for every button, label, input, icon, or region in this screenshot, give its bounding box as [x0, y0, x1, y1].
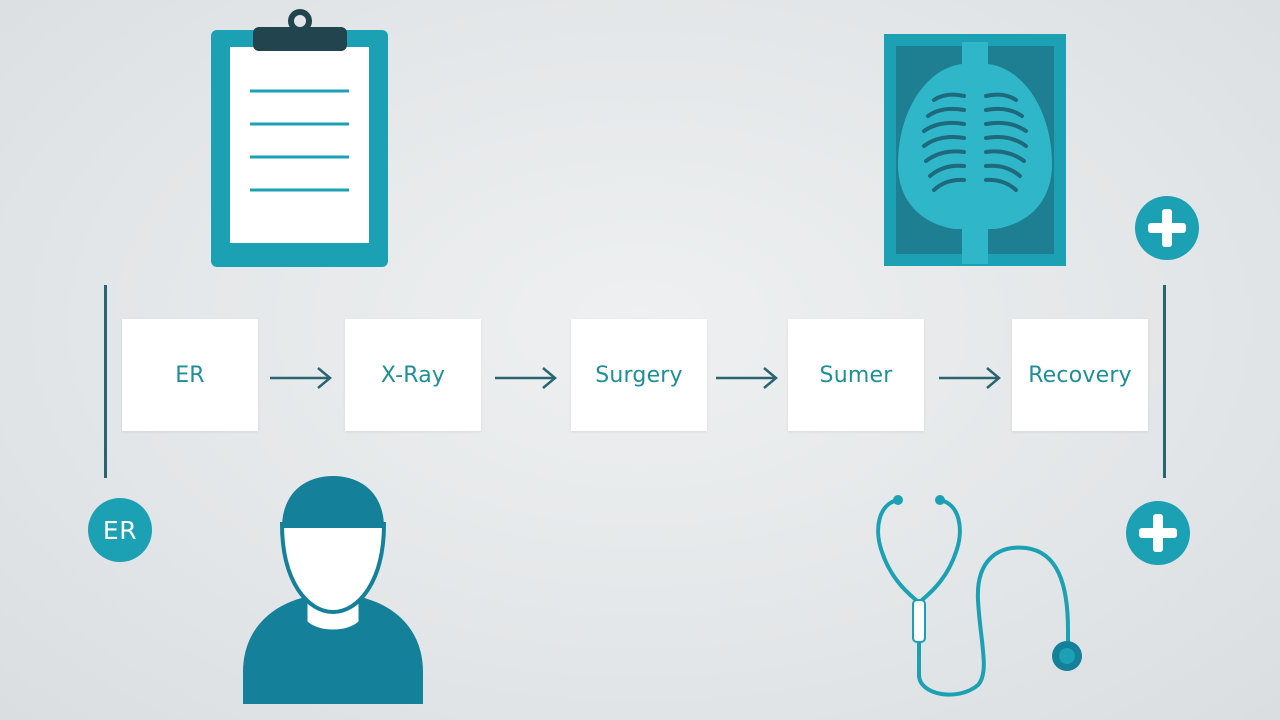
er-badge: ER [88, 498, 152, 562]
arrow-right-icon [270, 367, 332, 389]
arrow-right-icon [716, 367, 778, 389]
step-label: Sumer [819, 362, 893, 388]
flow-step-surgery: Surgery [571, 319, 707, 431]
surgeon-avatar-icon [243, 476, 423, 704]
arrow-right-icon [495, 367, 557, 389]
clipboard-icon [211, 9, 388, 267]
step-label: X-Ray [380, 362, 446, 388]
arrow-right-icon [939, 367, 1001, 389]
left-bracket-line [104, 285, 107, 478]
right-bracket-line [1163, 285, 1166, 478]
flow-step-recovery: Recovery [1012, 319, 1148, 431]
er-badge-label: ER [102, 515, 138, 545]
step-label: ER [175, 362, 205, 388]
flow-step-sumer: Sumer [788, 319, 924, 431]
step-label: Surgery [595, 362, 683, 388]
lungs-xray-icon [884, 34, 1066, 266]
step-label: Recovery [1028, 362, 1132, 388]
plus-circle-icon [1135, 196, 1199, 260]
plus-circle-icon [1126, 501, 1190, 565]
flow-step-xray: X-Ray [345, 319, 481, 431]
flow-step-er: ER [122, 319, 258, 431]
stethoscope-icon [876, 495, 1082, 697]
